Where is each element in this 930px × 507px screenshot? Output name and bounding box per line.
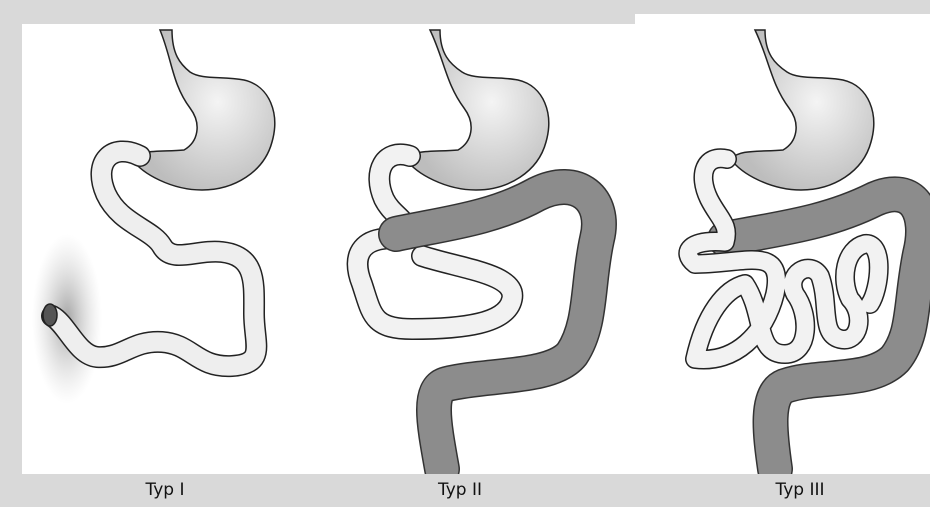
panel-typ-2	[322, 24, 635, 474]
caption-typ-2: Typ II	[395, 480, 525, 500]
panel-typ-1	[22, 24, 322, 474]
stomach	[132, 30, 275, 190]
stomach	[731, 30, 874, 190]
caption-typ-1: Typ I	[100, 480, 230, 500]
illustration-typ-1	[22, 24, 322, 474]
caption-typ-3: Typ III	[735, 480, 865, 500]
stomach	[406, 30, 549, 190]
illustration-typ-3	[635, 14, 930, 474]
intestine-opening	[43, 304, 57, 326]
panel-typ-3	[635, 14, 930, 474]
illustration-typ-2	[322, 24, 635, 474]
